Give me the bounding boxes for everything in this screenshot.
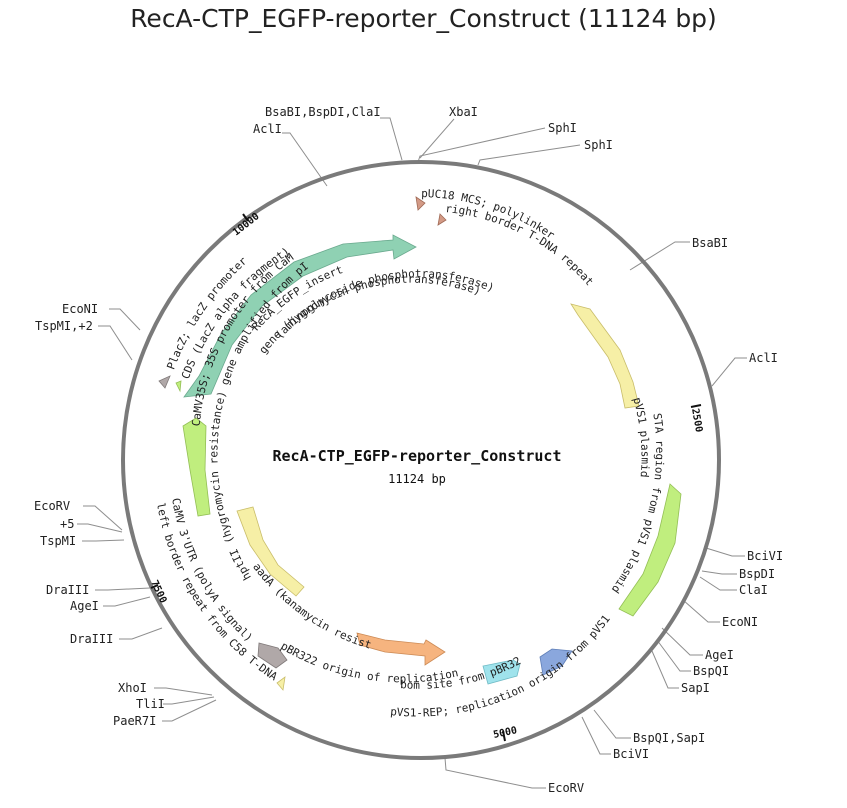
- site-bcivi-right[interactable]: BciVI: [747, 549, 783, 563]
- site-econi-left[interactable]: EcoNI: [62, 302, 98, 316]
- site-ecorv-bottom[interactable]: EcoRV: [548, 781, 584, 795]
- leader-line: [444, 757, 546, 789]
- site-plus5[interactable]: +5: [60, 517, 74, 531]
- leader-line: [419, 118, 455, 159]
- site-bspqi-right[interactable]: BspQI: [693, 664, 729, 678]
- leader-line: [682, 599, 720, 623]
- feature-cds-yellow-right[interactable]: [570, 303, 640, 409]
- leader-line: [581, 716, 611, 755]
- site-acli-right[interactable]: AclI: [749, 351, 778, 365]
- site-bcivi-bottom[interactable]: BciVI: [613, 747, 649, 761]
- leader-line: [154, 687, 213, 696]
- feature-bom-site[interactable]: [482, 659, 521, 685]
- leader-line: [380, 117, 403, 161]
- tick-mark: [242, 213, 249, 222]
- feature-lacz-cds[interactable]: [175, 380, 182, 393]
- leader-line: [477, 144, 581, 166]
- feature-aadA[interactable]: [356, 632, 446, 666]
- tick-label-7500: 7500: [148, 579, 168, 605]
- leader-line: [656, 639, 691, 672]
- leader-line: [711, 357, 747, 387]
- tick-mark: [150, 584, 159, 589]
- site-sphi-1[interactable]: SphI: [548, 121, 577, 135]
- construct-name: RecA-CTP_EGFP-reporter_Construct: [273, 447, 562, 465]
- leader-line: [95, 587, 151, 591]
- tick-label-2500: 2500: [689, 408, 704, 434]
- feature-placz[interactable]: [158, 375, 171, 389]
- leader-line: [417, 127, 546, 163]
- leader-line: [119, 627, 163, 640]
- tick-label-5000: 5000: [492, 725, 518, 741]
- construct-length: 11124 bp: [388, 472, 446, 486]
- site-bsabi-right[interactable]: BsaBI: [692, 236, 728, 250]
- leader-line: [282, 132, 328, 187]
- leader-line: [705, 547, 745, 557]
- feature-sta-region[interactable]: [618, 483, 682, 617]
- site-draiii-1[interactable]: DraIII: [46, 583, 89, 597]
- leader-line: [103, 596, 151, 607]
- site-acli-top[interactable]: AclI: [253, 122, 282, 136]
- feature-pvs1-rep[interactable]: [539, 648, 573, 676]
- feature-left-border-primer[interactable]: [276, 676, 286, 691]
- leader-line: [661, 627, 703, 656]
- leader-line: [82, 539, 125, 542]
- site-xhoi[interactable]: XhoI: [118, 681, 147, 695]
- site-draiii-2[interactable]: DraIII: [70, 632, 113, 646]
- site-econi-right[interactable]: EcoNI: [722, 615, 758, 629]
- tick-mark: [502, 730, 506, 742]
- site-bsabi-bspdi-clai-top[interactable]: BsaBI,BspDI,ClaI: [265, 105, 381, 119]
- site-agei-right[interactable]: AgeI: [705, 648, 734, 662]
- site-xbai[interactable]: XbaI: [449, 105, 478, 119]
- site-tspmi-left[interactable]: TspMI: [40, 534, 76, 548]
- site-clai-right[interactable]: ClaI: [739, 583, 768, 597]
- site-bspdi-right[interactable]: BspDI: [739, 567, 775, 581]
- leader-line: [162, 699, 217, 722]
- plasmid-backbone: [121, 160, 721, 760]
- leader-line: [77, 523, 123, 533]
- site-paer7i[interactable]: PaeR7I: [113, 714, 156, 728]
- feature-right-border[interactable]: [437, 213, 447, 226]
- feature-camv35s-green[interactable]: [182, 417, 211, 517]
- leader-line: [701, 570, 737, 575]
- site-tspmi-plus2[interactable]: TspMI,+2: [35, 319, 93, 333]
- leader-line: [109, 308, 141, 331]
- feature-hptII[interactable]: [236, 506, 305, 597]
- leader-line: [98, 325, 133, 361]
- leader-line: [83, 505, 123, 531]
- site-agei-left[interactable]: AgeI: [70, 599, 99, 613]
- leader-line: [163, 696, 215, 705]
- site-tlii[interactable]: TliI: [136, 697, 165, 711]
- feature-recA-egfp-insert[interactable]: [183, 234, 417, 398]
- leader-line: [651, 650, 679, 689]
- feature-puc18-mcs[interactable]: [415, 196, 426, 211]
- site-sapi-right[interactable]: SapI: [681, 681, 710, 695]
- leader-line: [593, 709, 631, 739]
- site-bspqi-sapi-bottom[interactable]: BspQI,SapI: [633, 731, 705, 745]
- tick-mark: [690, 404, 702, 408]
- leader-line: [699, 576, 737, 591]
- site-sphi-2[interactable]: SphI: [584, 138, 613, 152]
- site-ecorv-left[interactable]: EcoRV: [34, 499, 70, 513]
- feature-left-border-gray[interactable]: [257, 642, 288, 669]
- feature-label-pvs1-plasmid: pVS1 plasmid: [630, 396, 651, 478]
- map-title: RecA-CTP_EGFP-reporter_Construct (11124 …: [130, 4, 717, 33]
